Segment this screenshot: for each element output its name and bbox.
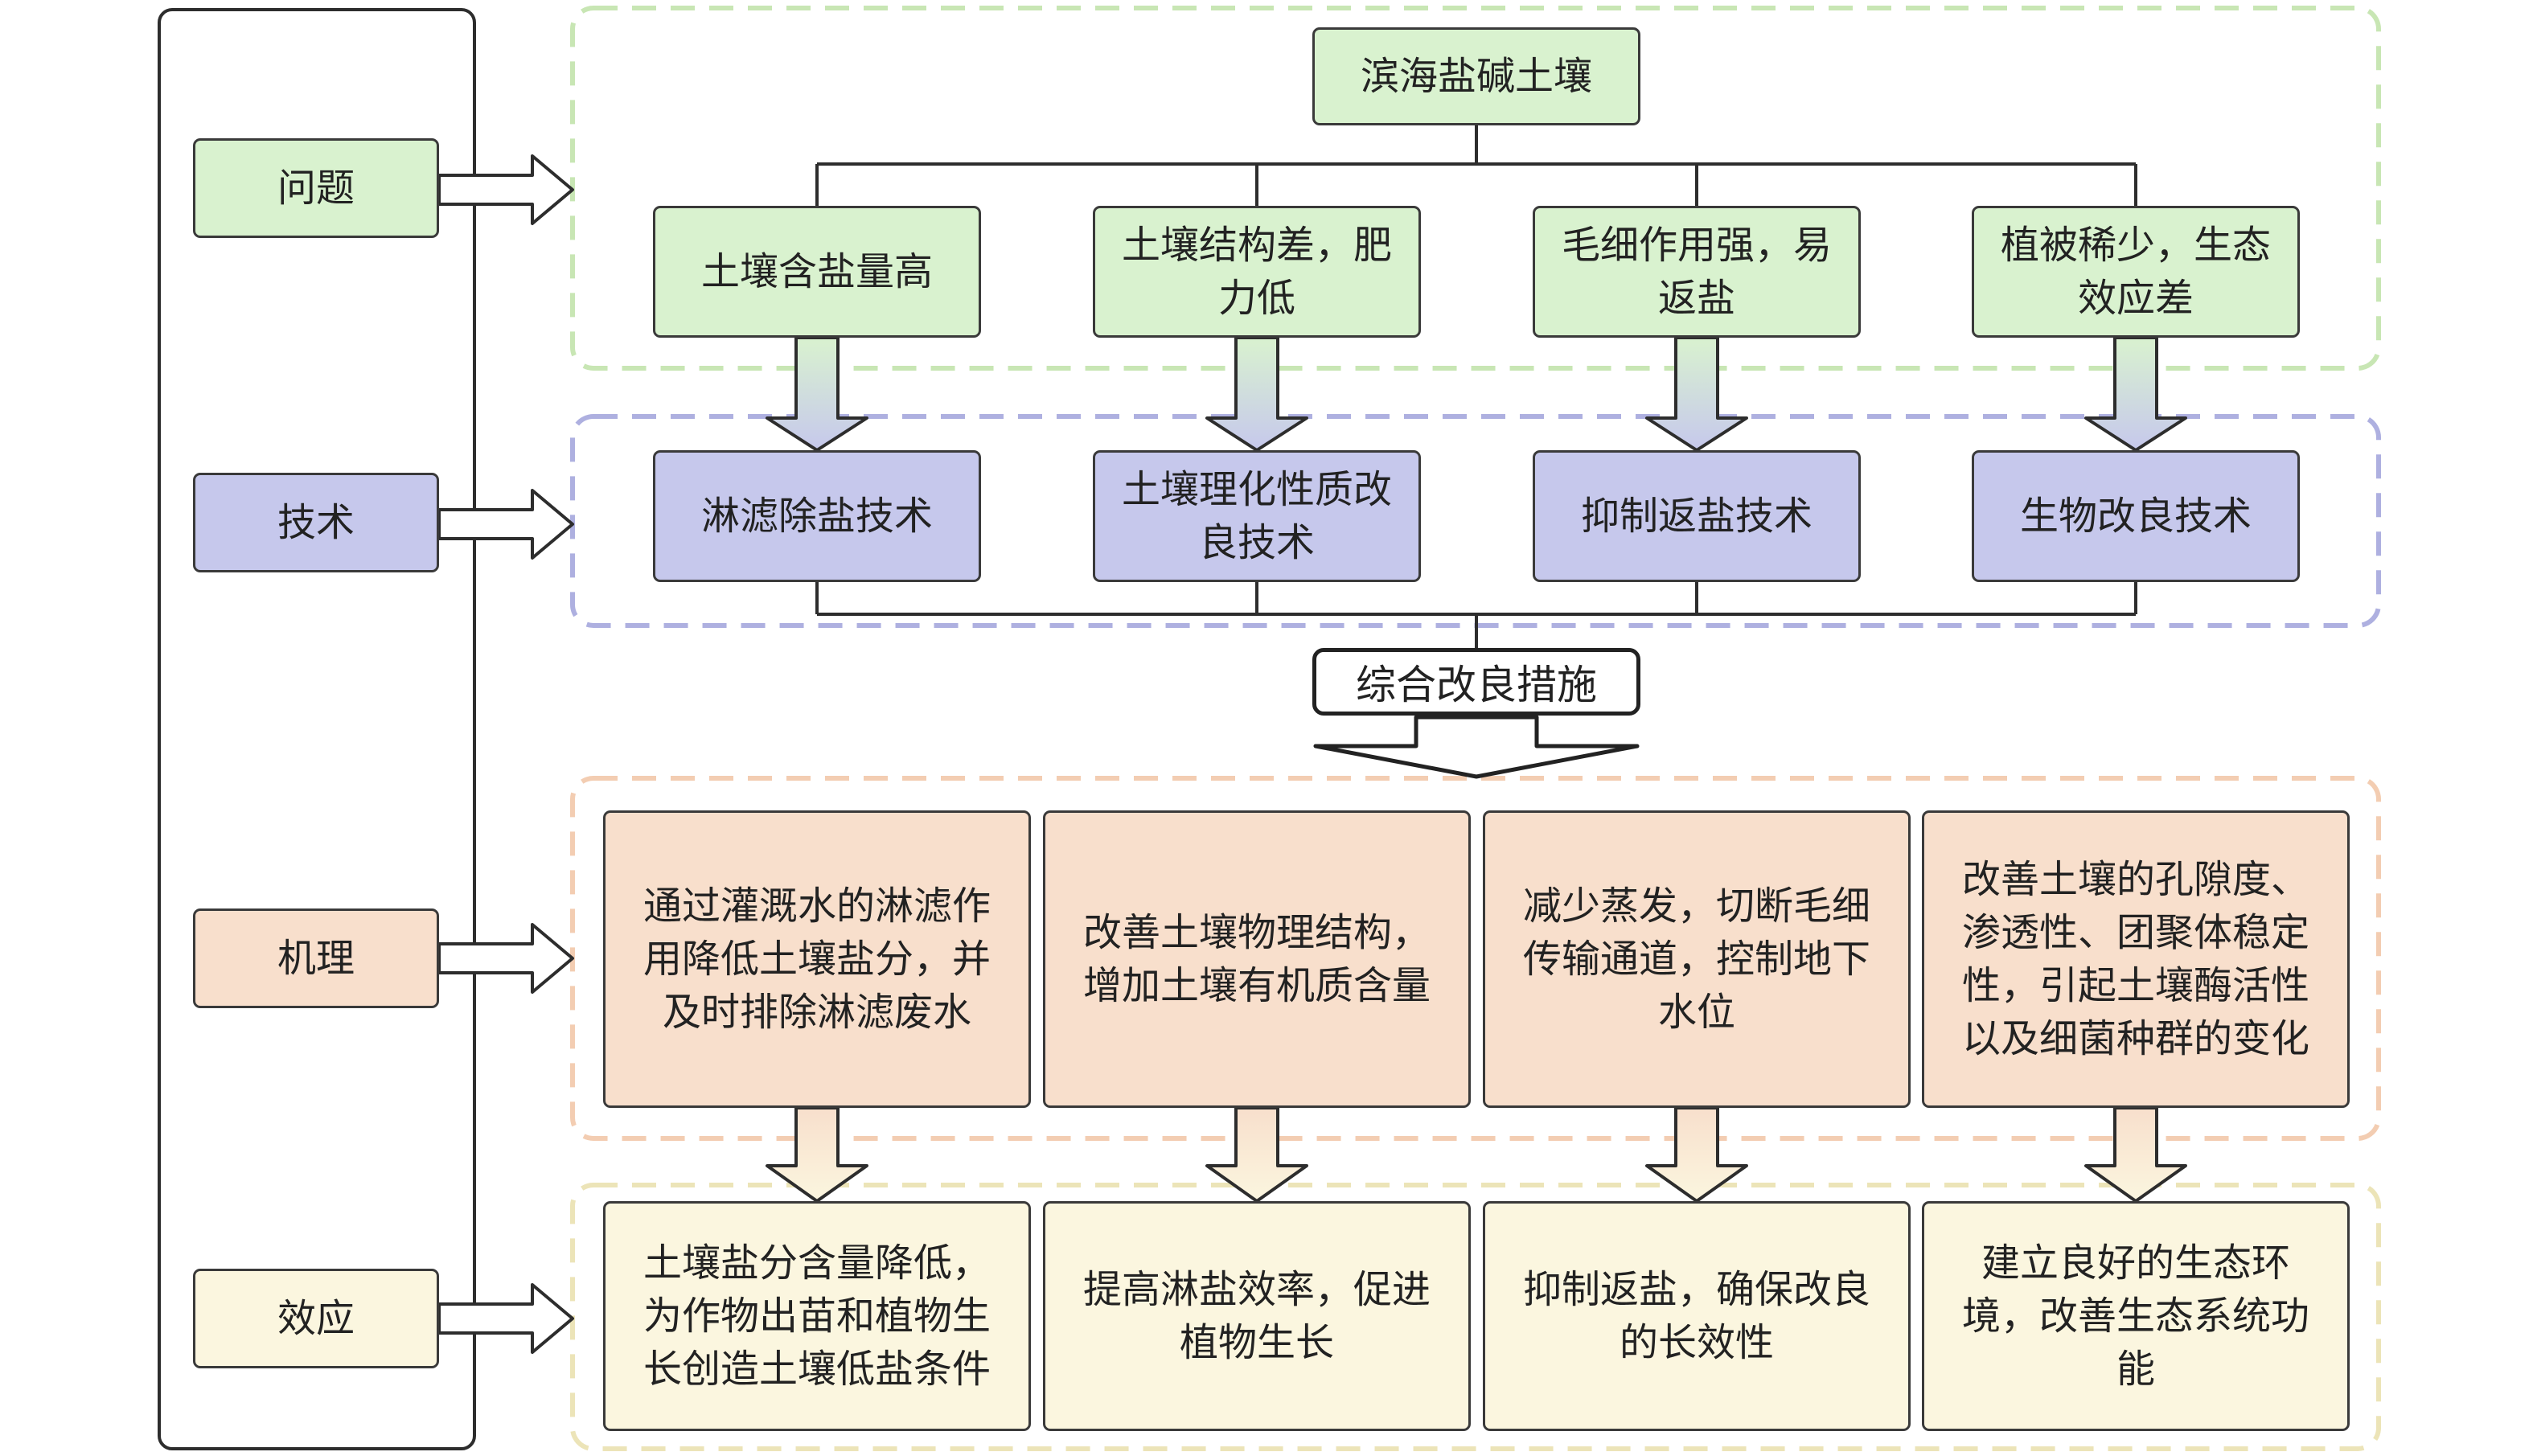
effect-node: 提高淋盐效率，促进植物生长	[1043, 1201, 1471, 1431]
mechanism-node: 改善土壤物理结构，增加土壤有机质含量	[1043, 810, 1471, 1108]
technology-node: 土壤理化性质改良技术	[1093, 450, 1421, 582]
left-bracket	[158, 8, 476, 1450]
down-arrow-icon	[2084, 336, 2187, 452]
effect-node: 建立良好的生态环境，改善生态系统功能	[1922, 1201, 2350, 1431]
root-node: 滨海盐碱土壤	[1312, 27, 1640, 125]
down-arrow-icon	[766, 336, 868, 452]
problem-node: 植被稀少，生态效应差	[1972, 206, 2300, 338]
down-arrow-icon	[2084, 1106, 2187, 1203]
integration-arrow-icon	[1313, 715, 1640, 779]
problem-to-tech-arrows	[766, 336, 2187, 452]
side-arrow-icon	[437, 1283, 574, 1354]
down-arrow-icon	[1645, 336, 1748, 452]
side-label-technology: 技术	[193, 473, 439, 572]
side-arrow-icon	[437, 489, 574, 560]
down-arrow-icon	[1205, 336, 1308, 452]
effect-node: 抑制返盐，确保改良的长效性	[1483, 1201, 1911, 1431]
side-arrow-icon	[437, 154, 574, 225]
mechanism-node: 减少蒸发，切断毛细传输通道，控制地下水位	[1483, 810, 1911, 1108]
down-arrow-icon	[1205, 1106, 1308, 1203]
merge-lines	[815, 580, 2137, 651]
side-label-problem: 问题	[193, 138, 439, 238]
technology-node: 生物改良技术	[1972, 450, 2300, 582]
side-arrows	[437, 154, 574, 1354]
side-label-effect: 效应	[193, 1269, 439, 1368]
mechanism-node: 通过灌溉水的淋滤作用降低土壤盐分，并及时排除淋滤废水	[603, 810, 1031, 1108]
side-arrow-icon	[437, 923, 574, 994]
mechanism-node: 改善土壤的孔隙度、渗透性、团聚体稳定性，引起土壤酶活性以及细菌种群的变化	[1922, 810, 2350, 1108]
problem-node: 土壤含盐量高	[653, 206, 981, 338]
root-tree	[815, 124, 2137, 206]
technology-node: 淋滤除盐技术	[653, 450, 981, 582]
mechanism-to-effect-arrows	[766, 1106, 2187, 1203]
technology-node: 抑制返盐技术	[1533, 450, 1861, 582]
down-arrow-icon	[766, 1106, 868, 1203]
effect-node: 土壤盐分含量降低，为作物出苗和植物生长创造土壤低盐条件	[603, 1201, 1031, 1431]
problem-node: 土壤结构差，肥力低	[1093, 206, 1421, 338]
down-arrow-icon	[1645, 1106, 1748, 1203]
integration-node: 综合改良措施	[1312, 648, 1640, 716]
side-label-mechanism: 机理	[193, 908, 439, 1008]
problem-node: 毛细作用强，易返盐	[1533, 206, 1861, 338]
